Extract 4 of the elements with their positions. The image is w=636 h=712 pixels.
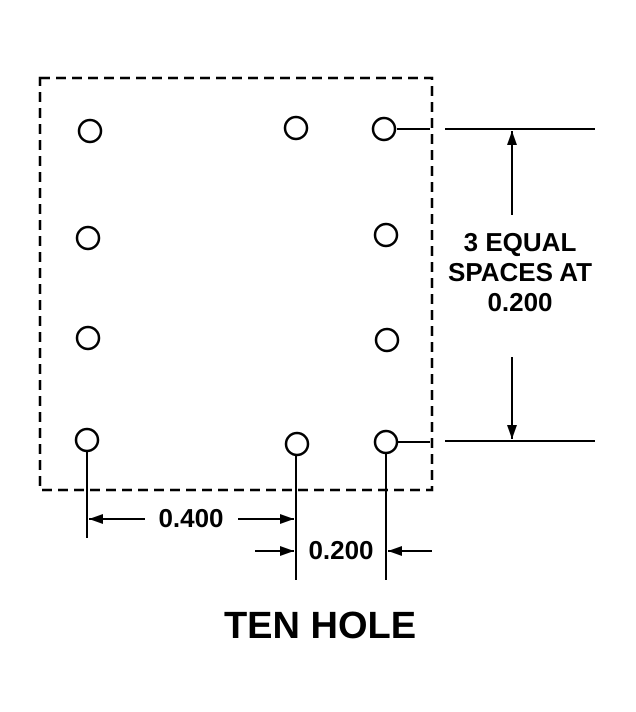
dimension-label: 0.400 (157, 504, 225, 534)
caption: TEN HOLE (222, 605, 418, 649)
dimension-label: 3 EQUAL SPACES AT 0.200 (448, 228, 592, 318)
dimension-label: 0.200 (307, 536, 375, 566)
